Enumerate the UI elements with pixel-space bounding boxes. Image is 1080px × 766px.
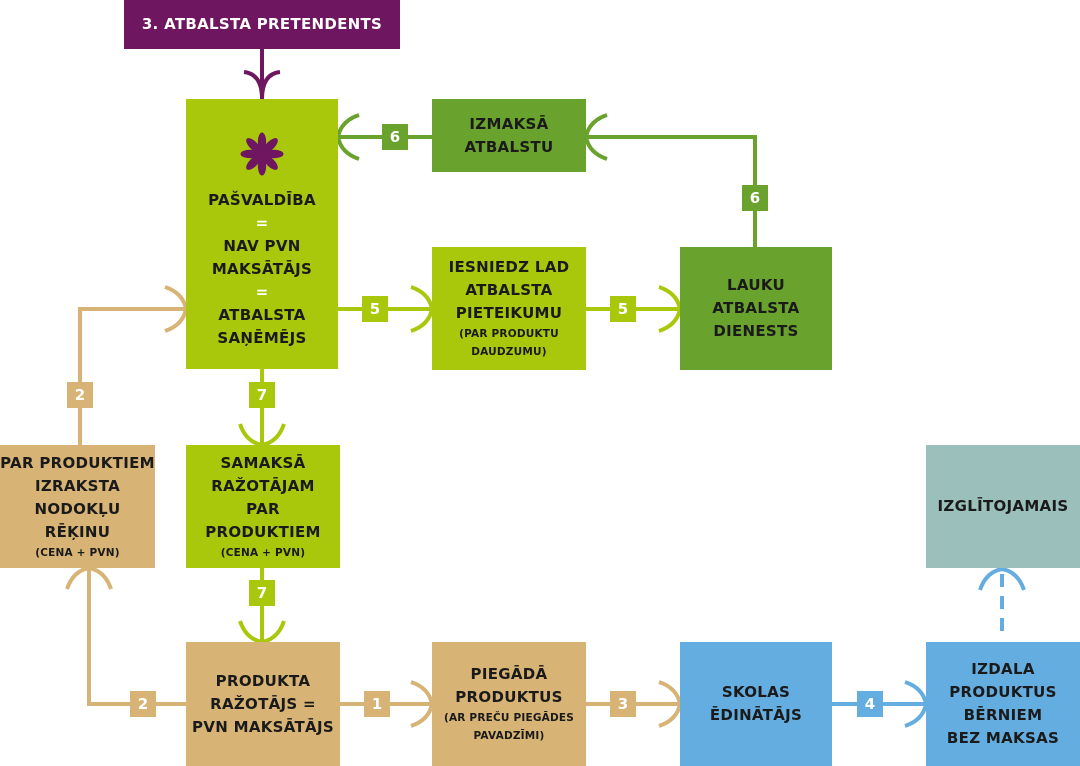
step-badge-6-left: 6: [382, 124, 408, 150]
municipality-line1: PAŠVALDĪBA: [208, 191, 316, 209]
arrowhead-6-pays: [583, 113, 608, 161]
producer-line3: PVN MAKSĀTĀJS: [192, 717, 334, 736]
municipality-line5: SAŅĒMĒJS: [217, 329, 307, 347]
pays-producer-line1: SAMAKSĀ: [220, 453, 306, 472]
box-producer: PRODUKTA RAŽOTĀJS = PVN MAKSĀTĀJS: [186, 642, 340, 766]
caterer-line2: ĒDINĀTĀJS: [709, 706, 803, 724]
delivers-line2: PRODUKTUS: [455, 688, 563, 706]
box-pays-support: IZMAKSĀ ATBALSTU: [432, 99, 586, 172]
step-badge-2-bottom: 2: [130, 691, 156, 717]
pays-support-line1: IZMAKSĀ: [469, 114, 549, 133]
producer-line2: RAŽOTĀJS =: [210, 694, 316, 713]
step-badge-7-bottom: 7: [249, 580, 275, 606]
box-school-caterer: SKOLAS ĒDINĀTĀJS: [680, 642, 832, 766]
box-municipality: PAŠVALDĪBA = NAV PVN MAKSĀTĀJS = ATBALST…: [186, 99, 338, 369]
invoice-line2: IZRAKSTA: [34, 476, 121, 495]
arrowhead-2-invoice: [65, 565, 113, 590]
lad-line1: LAUKU: [727, 276, 785, 294]
delivers-note1: (AR PREČU PIEGĀDES: [443, 712, 575, 724]
pays-support-line2: ATBALSTU: [464, 137, 554, 156]
submits-line3: PIETEIKUMU: [455, 304, 563, 322]
learner-label: IZGLĪTOJAMAIS: [937, 497, 1069, 515]
municipality-line3: MAKSĀTĀJS: [211, 260, 313, 278]
pays-producer-line4: PRODUKTIEM: [205, 522, 321, 541]
distributes-line4: BEZ MAKSAS: [946, 729, 1060, 747]
connector-6-lad-pays: [586, 135, 757, 247]
arrowhead-6-municipality: [335, 113, 360, 161]
delivers-note2: PAVADZĪMI): [473, 730, 545, 742]
delivers-line1: PIEGĀDĀ: [470, 665, 548, 683]
lad-line3: DIENESTS: [713, 322, 799, 340]
pays-producer-line2: RAŽOTĀJAM: [211, 476, 315, 495]
municipality-eq1: =: [255, 214, 269, 232]
asterisk-flower-icon: [240, 132, 284, 176]
distributes-line3: BĒRNIEM: [963, 706, 1043, 724]
connector-2-producer-invoice: [87, 568, 186, 706]
municipality-eq2: =: [255, 283, 269, 301]
box-pays-producer: SAMAKSĀ RAŽOTĀJAM PAR PRODUKTIEM (CENA +…: [186, 445, 340, 568]
invoice-line4: RĒĶINU: [44, 522, 111, 541]
arrowhead-learner: [978, 566, 1026, 591]
submits-note2: DAUDZUMU): [471, 346, 547, 358]
box-delivers: PIEGĀDĀ PRODUKTUS (AR PREČU PIEGĀDES PAV…: [432, 642, 586, 766]
box-submits-application: IESNIEDZ LAD ATBALSTA PIETEIKUMU (PAR PR…: [432, 247, 586, 370]
box-invoice: PAR PRODUKTIEM IZRAKSTA NODOKĻU RĒĶINU (…: [0, 445, 155, 568]
distributes-line2: PRODUKTUS: [949, 683, 1057, 701]
step-badge-4: 4: [857, 691, 883, 717]
invoice-line3: NODOKĻU: [34, 499, 121, 518]
box-rural-support-service: LAUKU ATBALSTA DIENESTS: [680, 247, 832, 370]
producer-line1: PRODUKTA: [215, 671, 311, 690]
municipality-line4: ATBALSTA: [218, 306, 306, 324]
submits-line1: IESNIEDZ LAD: [448, 258, 570, 276]
pays-producer-note: (CENA + PVN): [220, 546, 306, 559]
step-badge-2-left: 2: [67, 382, 93, 408]
box-learner: IZGLĪTOJAMAIS: [926, 445, 1080, 568]
invoice-note: (CENA + PVN): [35, 546, 120, 559]
municipality-line2: NAV PVN: [223, 237, 301, 255]
step-badge-5-right: 5: [610, 296, 636, 322]
step-badge-6-right: 6: [742, 185, 768, 211]
box-distributes: IZDALA PRODUKTUS BĒRNIEM BEZ MAKSAS: [926, 642, 1080, 766]
lad-line2: ATBALSTA: [712, 299, 800, 317]
step-badge-5-left: 5: [362, 296, 388, 322]
box-support-applicant: 3. ATBALSTA PRETENDENTS: [124, 0, 400, 49]
distributes-line1: IZDALA: [971, 660, 1035, 678]
step-badge-1: 1: [364, 691, 390, 717]
submits-note1: (PAR PRODUKTU: [459, 328, 559, 340]
step-badge-7-top: 7: [249, 382, 275, 408]
support-applicant-label: 3. ATBALSTA PRETENDENTS: [141, 15, 383, 33]
submits-line2: ATBALSTA: [465, 281, 553, 299]
invoice-line1: PAR PRODUKTIEM: [0, 453, 155, 472]
step-badge-3: 3: [610, 691, 636, 717]
caterer-line1: SKOLAS: [721, 683, 791, 701]
pays-producer-line3: PAR: [246, 499, 280, 518]
